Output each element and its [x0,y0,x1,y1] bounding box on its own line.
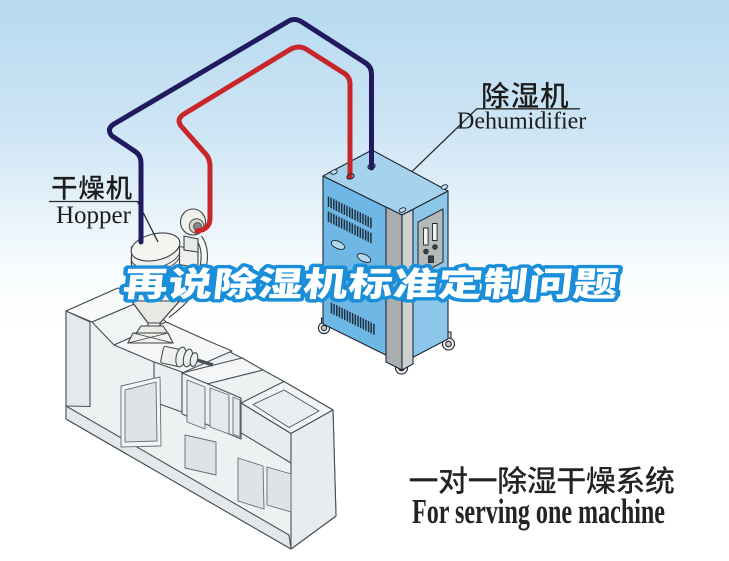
svg-text:Hopper: Hopper [56,202,132,229]
svg-text:For serving one machine: For serving one machine [412,492,665,531]
svg-text:Dehumidifier: Dehumidifier [457,108,586,134]
